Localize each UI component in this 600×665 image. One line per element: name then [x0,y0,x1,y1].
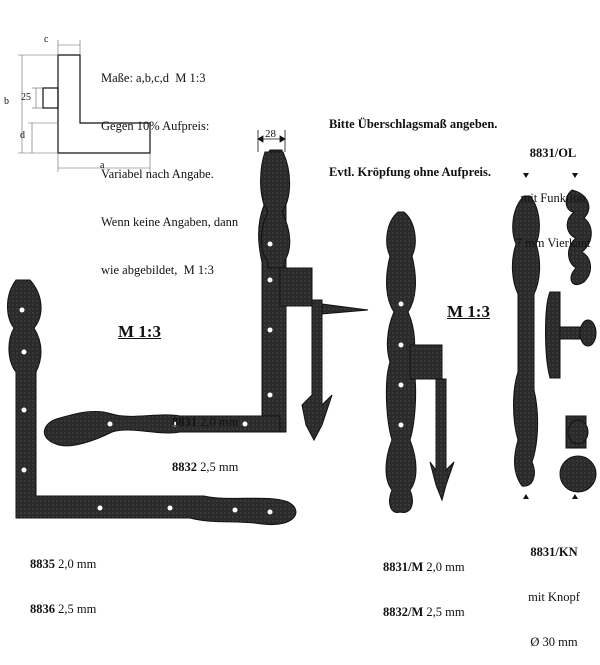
hardware-illustrations [7,40,597,526]
dimension-label-d: d [20,130,25,141]
product-spec: 2,0 mm [200,415,239,429]
strap-hinge-8831m [385,211,455,514]
note-line: wie abgebildet, M 1:3 [101,263,214,277]
caption-8831m-8832m: 8831/M 2,0 mm 8832/M 2,5 mm [383,530,465,635]
product-code: 8831 [172,415,197,429]
product-desc: mit Knopf [528,590,580,604]
scale-label-left: M 1:3 [118,322,161,341]
corner-hinge-8835 [7,279,297,526]
dimension-label-25: 25 [21,92,31,103]
note-line: Maße: a,b,c,d M 1:3 [101,71,206,85]
product-desc: Ø 30 mm [530,635,578,649]
product-code: 8832 [172,460,197,474]
width-label: 28 [265,128,276,140]
product-code: 8831/OL [529,146,577,160]
note-line: Wenn keine Angaben, dann [101,215,239,229]
dimension-label-a: a [100,160,105,171]
note-line: Gegen 10% Aufpreis: [101,119,210,133]
dimension-label-b: b [4,96,9,107]
corner-hinge-8835-holes [19,307,273,515]
scale-label-right: M 1:3 [447,302,490,321]
product-spec: 2,5 mm [58,602,97,616]
dimension-notes: Maße: a,b,c,d M 1:3 Gegen 10% Aufpreis: … [101,38,238,294]
caption-8835-8836: 8835 2,0 mm 8836 2,5 mm [30,527,96,632]
corner-hinge-8831 [44,149,369,447]
corner-hinge-8831-holes [107,241,273,427]
order-note-line2: Evtl. Kröpfung ohne Aufpreis. [329,165,491,179]
product-spec: 2,5 mm [426,605,465,619]
caption-8831ol: 8831/OL mit Funktion 7 mm Vierkant [506,116,600,266]
knob-8831kn [559,415,597,493]
dimension-label-c: c [44,34,49,45]
espagnolette-plate-8831ol [511,189,597,487]
pin-outline [42,87,59,109]
product-desc: mit Funktion [520,191,586,205]
product-code: 8836 [30,602,55,616]
product-code: 8832/M [383,605,424,619]
product-code: 8831/M [383,560,424,574]
product-code: 8831/KN [530,545,578,559]
dimension-diagram [18,40,151,172]
product-spec: 2,0 mm [58,557,97,571]
order-note: Bitte Überschlagsmaß angeben. Evtl. Kröp… [329,84,497,196]
product-code: 8835 [30,557,55,571]
strap-hinge-8831m-holes [398,301,404,428]
product-spec: 2,0 mm [426,560,465,574]
product-spec: 2,5 mm [200,460,239,474]
width-dimension [257,130,286,152]
pointer-ticks [523,173,578,499]
caption-8831kn: 8831/KN mit Knopf Ø 30 mm [514,515,594,665]
note-line: Variabel nach Angabe. [101,167,214,181]
order-note-line1: Bitte Überschlagsmaß angeben. [329,117,498,131]
caption-8831-8832: 8831 2,0 mm 8832 2,5 mm [172,385,238,490]
product-desc: 7 mm Vierkant [515,236,591,250]
